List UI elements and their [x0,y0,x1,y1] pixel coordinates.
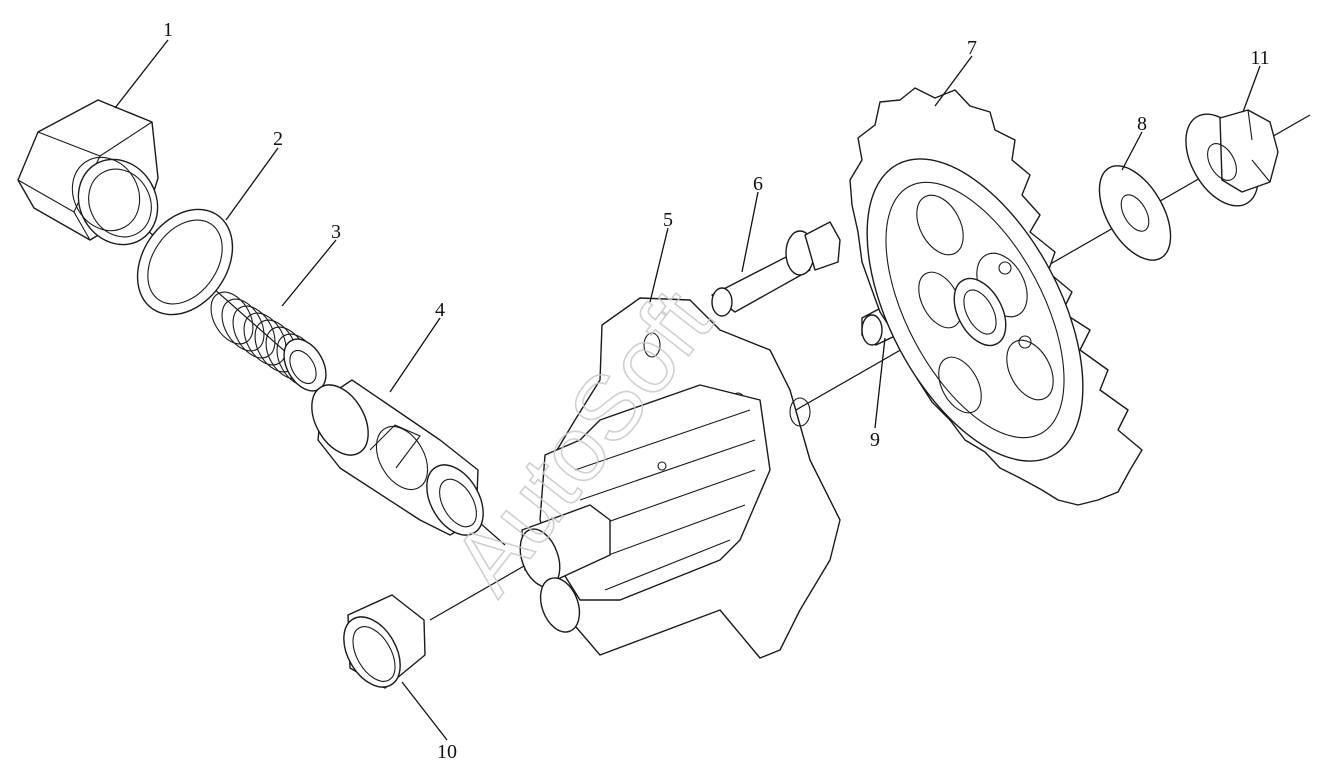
callout-10: 10 [437,741,457,763]
callout-2: 2 [273,128,283,150]
leader-lines [114,39,1261,741]
part-4-relief-valve-piston[interactable] [300,375,495,545]
part-6-stud[interactable] [711,221,841,317]
callout-labels: 1 2 3 4 5 6 7 8 9 10 11 [163,19,1270,763]
part-1-hex-plug[interactable] [17,99,173,259]
leader-4 [389,317,441,393]
part-8-washer[interactable] [1085,154,1185,272]
part-5-pump-housing[interactable] [513,297,841,659]
callout-7: 7 [967,37,977,59]
callout-3: 3 [331,221,341,243]
callout-9: 9 [870,429,880,451]
leader-10 [401,681,448,741]
leader-2 [225,147,279,221]
part-10-bush[interactable] [332,594,426,697]
callout-6: 6 [753,173,763,195]
callout-5: 5 [663,209,673,231]
part-3-spring[interactable] [202,285,334,398]
callout-4: 4 [435,299,445,321]
leader-8 [1121,131,1143,171]
part-2-sealing-washer[interactable] [118,191,252,333]
part-7-drive-gear[interactable] [822,87,1143,506]
leader-7 [934,55,973,107]
callout-8: 8 [1137,113,1147,135]
callout-1: 1 [163,19,173,41]
leader-9 [874,337,886,429]
part-11-flange-nut[interactable] [1171,102,1279,219]
leader-5 [649,227,669,303]
leader-3 [281,239,337,307]
leader-1 [114,39,169,109]
leader-6 [741,191,759,273]
callout-11: 11 [1250,47,1269,69]
leader-11 [1242,65,1261,113]
